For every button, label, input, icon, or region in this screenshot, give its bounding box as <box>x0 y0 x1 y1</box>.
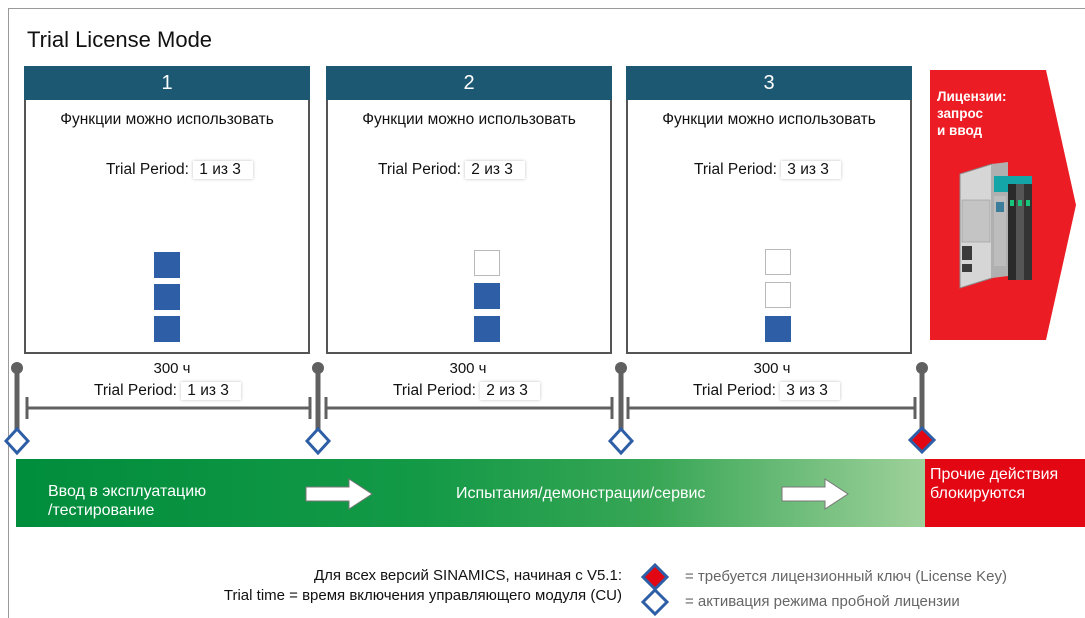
red-diamond-icon <box>907 425 937 455</box>
phase-1-trial-period: Trial Period: 1 из 3 <box>106 161 253 179</box>
blue-diamond-icon <box>607 426 635 456</box>
trial-unit-used <box>474 283 500 309</box>
phase-2-trial-period: Trial Period: 2 из 3 <box>378 161 525 179</box>
trial-unit-used <box>154 284 180 310</box>
phase-3-header: 3 <box>626 66 912 100</box>
legend-red-diamond-icon <box>640 562 670 592</box>
stage-commissioning-line-1: Ввод в эксплуатацию <box>48 483 207 500</box>
phase-2-box <box>326 100 612 354</box>
phase-1-hours: 300 ч <box>153 360 191 377</box>
stage-testing-label: Испытания/демонстрации/сервис <box>456 485 706 502</box>
trial-period-label: Trial Period: <box>393 382 476 399</box>
legend-license-key: = требуется лицензионный ключ (License K… <box>685 568 1008 585</box>
stage-blocked-line-2: блокируются <box>930 485 1025 502</box>
diagram-title: Trial License Mode <box>27 27 213 52</box>
trial-period-value: 2 из 3 <box>465 161 525 179</box>
stage-commissioning-label: Ввод в эксплуатацию /тестирование <box>48 482 206 520</box>
legend-blue-diamond-icon <box>640 587 670 617</box>
trial-unit-free <box>765 249 791 275</box>
blue-diamond-icon <box>3 426 31 456</box>
legend-trial-activation: = активация режима пробной лицензии <box>685 593 960 610</box>
phase-1-header: 1 <box>24 66 310 100</box>
sinamics-device-image <box>959 162 1032 289</box>
license-request-label: Лицензии: запрос и ввод <box>937 88 1007 139</box>
trial-period-value: 1 из 3 <box>193 161 253 179</box>
trial-unit-used <box>154 316 180 342</box>
phase-1-functions: Функции можно использовать <box>60 111 274 128</box>
trial-unit-free <box>765 282 791 308</box>
trial-unit-used <box>765 316 791 342</box>
stage-blocked-line-1: Прочие действия <box>930 466 1059 483</box>
blocked-stage-bar <box>925 459 1085 527</box>
footnote-line-1: Для всех версий SINAMICS, начиная с V5.1… <box>313 567 622 584</box>
license-line-1: Лицензии: <box>937 89 1007 104</box>
trial-period-label: Trial Period: <box>693 382 776 399</box>
stage-blocked-label: Прочие действия блокируются <box>930 465 1058 503</box>
phase-3-hours: 300 ч <box>753 360 791 377</box>
timeline-3-trial-period: Trial Period: 3 из 3 <box>693 382 840 400</box>
footnote: Для всех версий SINAMICS, начиная с V5.1… <box>224 566 622 606</box>
phase-3-box <box>626 100 912 354</box>
trial-period-value: 2 из 3 <box>480 382 540 400</box>
diagram-frame <box>8 8 1085 618</box>
timeline-2-trial-period: Trial Period: 2 из 3 <box>393 382 540 400</box>
timeline-1-trial-period: Trial Period: 1 из 3 <box>94 382 241 400</box>
phase-2-hours: 300 ч <box>449 360 487 377</box>
usage-stage-bar <box>16 459 925 527</box>
trial-period-value: 1 из 3 <box>181 382 241 400</box>
arrow-right-icon <box>305 478 373 510</box>
phase-2-header: 2 <box>326 66 612 100</box>
trial-period-label: Trial Period: <box>94 382 177 399</box>
trial-period-label: Trial Period: <box>694 161 777 178</box>
phase-2-functions: Функции можно использовать <box>362 111 576 128</box>
stage-commissioning-line-2: /тестирование <box>48 502 155 519</box>
trial-unit-used <box>154 252 180 278</box>
trial-period-value: 3 из 3 <box>780 382 840 400</box>
blue-diamond-icon <box>304 426 332 456</box>
phase-1-box <box>24 100 310 354</box>
license-arrow-tip <box>1046 70 1076 340</box>
license-line-3: и ввод <box>937 123 983 138</box>
trial-period-label: Trial Period: <box>106 161 189 178</box>
trial-activation-milestones <box>3 426 635 456</box>
trial-period-label: Trial Period: <box>378 161 461 178</box>
trial-unit-used <box>474 316 500 342</box>
license-line-2: запрос <box>937 106 984 121</box>
phase-3-functions: Функции можно использовать <box>662 111 876 128</box>
phase-3-trial-period: Trial Period: 3 из 3 <box>694 161 841 179</box>
arrow-right-icon <box>781 478 849 510</box>
trial-period-value: 3 из 3 <box>781 161 841 179</box>
footnote-line-2: Trial time = время включения управляющег… <box>223 587 622 604</box>
trial-unit-free <box>474 250 500 276</box>
